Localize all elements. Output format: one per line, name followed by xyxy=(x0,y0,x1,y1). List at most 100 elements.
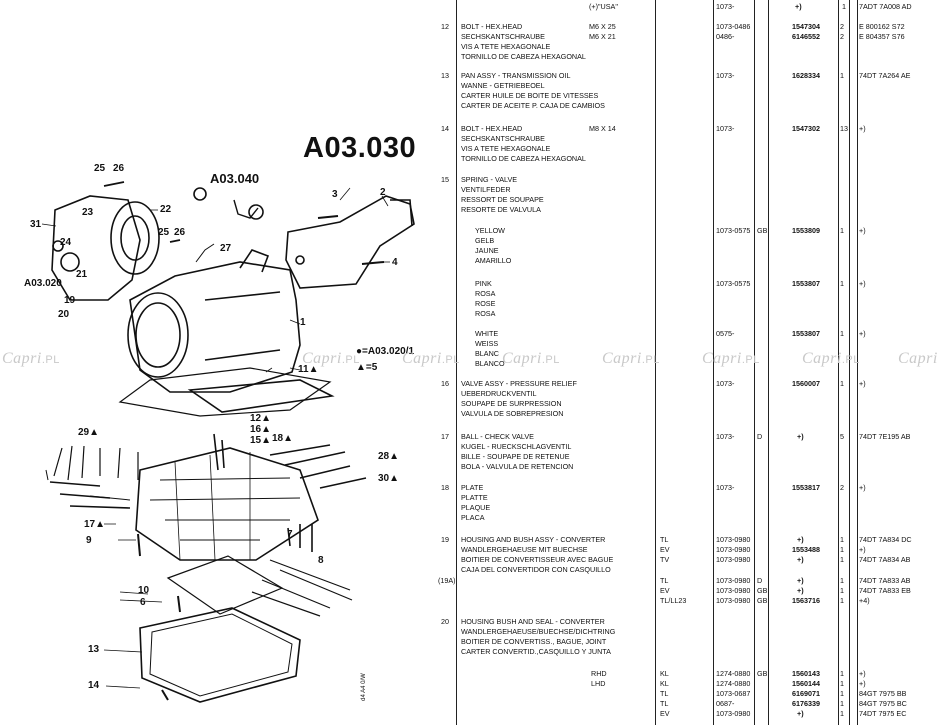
col-divider xyxy=(857,0,858,725)
row-14-line: TORNILLO DE CABEZA HEXAGONAL xyxy=(461,154,586,163)
row-20-code: 1274-0880 xyxy=(716,669,751,678)
col-divider xyxy=(754,0,755,725)
row-12-note: E 804357 S76 xyxy=(859,32,905,41)
row-18-qty: 2 xyxy=(840,483,844,492)
row-19-line: BOITIER DE CONVERTISSEUR AVEC BAGUE xyxy=(461,555,614,564)
row-17-line: KUGEL - RUECKSCHLAGVENTIL xyxy=(461,442,572,451)
row-17-part: +) xyxy=(797,432,804,441)
case-bore xyxy=(127,292,189,378)
callout-6: 6 xyxy=(140,597,146,608)
row-19-line: CAJA DEL CONVERTIDOR CON CASQUILLO xyxy=(461,565,611,574)
watermark: Capri.PL xyxy=(502,350,560,367)
row-19-model: TV xyxy=(660,555,670,564)
row-19-qty: 1 xyxy=(840,555,844,564)
row-20-model: KL xyxy=(660,679,669,688)
row-18-part: 1553817 xyxy=(792,483,820,492)
row-19-qty: 1 xyxy=(840,535,844,544)
watermark: Capri xyxy=(898,350,938,367)
callout-18: 18▲ xyxy=(272,433,294,444)
row-12-code: 1073-0486 xyxy=(716,22,751,31)
row-19a-note: +4) xyxy=(859,596,870,605)
page-code: A03.030 xyxy=(303,132,417,164)
row-20-model: TL xyxy=(660,699,669,708)
row-13-line: WANNE - GETRIEBEOEL xyxy=(461,81,545,90)
row-header-part: +) xyxy=(795,2,802,11)
row-14-no: 14 xyxy=(441,124,449,133)
row-20-qty: 1 xyxy=(840,669,844,678)
row-20-note: 84GT 7975 BC xyxy=(859,699,907,708)
col-divider xyxy=(838,0,839,725)
row-14-line: SECHSKANTSCHRAUBE xyxy=(461,134,545,143)
converter-housing xyxy=(51,195,141,301)
callout-a03020: A03.020 xyxy=(24,278,62,289)
watermark: Capri.PL xyxy=(602,350,660,367)
callout-23: 23 xyxy=(82,207,94,218)
row-14-part: 1547302 xyxy=(792,124,820,133)
row-15-yellow-part: 1553809 xyxy=(792,226,820,235)
row-header-desc: (+)"USA" xyxy=(589,2,618,11)
row-19a-part: +) xyxy=(797,586,804,595)
row-15-white-code: 0575- xyxy=(716,329,735,338)
row-20-code: 1073-0980 xyxy=(716,709,751,718)
row-19-model: EV xyxy=(660,545,670,554)
row-19-note: +) xyxy=(859,545,866,554)
row-12-line: BOLT - HEX.HEAD xyxy=(461,22,523,31)
row-20-line: HOUSING BUSH AND SEAL - CONVERTER xyxy=(461,617,605,626)
callout-8: 8 xyxy=(318,555,324,566)
row-15-yellow: GELB xyxy=(475,236,495,245)
row-19-code: 1073-0980 xyxy=(716,535,751,544)
row-12-qty: 2 xyxy=(840,32,844,41)
row-20-note: +) xyxy=(859,679,866,688)
row-19a-code: 1073-0980 xyxy=(716,576,751,585)
callout-9: 9 xyxy=(86,535,92,546)
row-15-pink: ROSA xyxy=(475,309,496,318)
row-15-white-qty: 1 xyxy=(840,329,844,338)
col-divider xyxy=(655,0,656,725)
transmission-exploded-view xyxy=(41,181,415,703)
row-16-line: SOUPAPE DE SURPRESSION xyxy=(461,399,562,408)
watermark: Capri.PL xyxy=(302,350,360,367)
row-13-no: 13 xyxy=(441,71,449,80)
legend-line-1: ●=A03.020/1 xyxy=(356,346,415,357)
callout-a03040: A03.040 xyxy=(210,171,260,186)
callout-27: 27 xyxy=(220,243,232,254)
row-18-line: PLAQUE xyxy=(461,503,491,512)
row-19-part: 1553488 xyxy=(792,545,820,554)
row-15-pink: ROSA xyxy=(475,289,496,298)
row-16-code: 1073- xyxy=(716,379,735,388)
callout-19: 19 xyxy=(64,295,76,306)
row-15-pink-note: +) xyxy=(859,279,866,288)
callout-1: 1 xyxy=(300,317,306,328)
row-19-part: +) xyxy=(797,555,804,564)
row-20-part: 1560143 xyxy=(792,669,820,678)
row-14-qty: 13 xyxy=(840,124,848,133)
col-divider xyxy=(768,0,769,725)
row-17-code: 1073- xyxy=(716,432,735,441)
row-20-code: 1274-0880 xyxy=(716,679,751,688)
row-19a-qty: 1 xyxy=(840,576,844,585)
row-15-line: RESSORT DE SOUPAPE xyxy=(461,195,544,204)
callout-26: 26 xyxy=(113,163,125,174)
row-15-yellow-code: 1073-0575 xyxy=(716,226,751,235)
row-15-line: VENTILFEDER xyxy=(461,185,511,194)
row-19-note: 74DT 7A834 AB xyxy=(859,555,911,564)
row-19-part: +) xyxy=(797,535,804,544)
row-15-white: BLANC xyxy=(475,349,499,358)
row-15-yellow: AMARILLO xyxy=(475,256,512,265)
row-20-line: CARTER CONVERTID.,CASQUILLO Y JUNTA xyxy=(461,647,611,656)
row-12-qty: 2 xyxy=(840,22,844,31)
row-17-line: BALL - CHECK VALVE xyxy=(461,432,534,441)
watermark: Capri.PL xyxy=(402,350,460,367)
row-14-note: +) xyxy=(859,124,866,133)
callout-15: 15▲ xyxy=(250,435,272,446)
row-16-line: VALVE ASSY - PRESSURE RELIEF xyxy=(461,379,577,388)
row-19-code: 1073-0980 xyxy=(716,555,751,564)
separator-plate xyxy=(166,555,284,615)
callout-26b: 26 xyxy=(174,227,186,238)
callout-11: 11▲ xyxy=(298,364,319,375)
callout-28: 28▲ xyxy=(378,451,400,462)
callout-16: 16▲ xyxy=(250,424,272,435)
row-15-yellow-mkt: GB xyxy=(757,226,768,235)
row-20-part: +) xyxy=(797,709,804,718)
row-12-spec: M6 X 25 xyxy=(589,22,616,31)
